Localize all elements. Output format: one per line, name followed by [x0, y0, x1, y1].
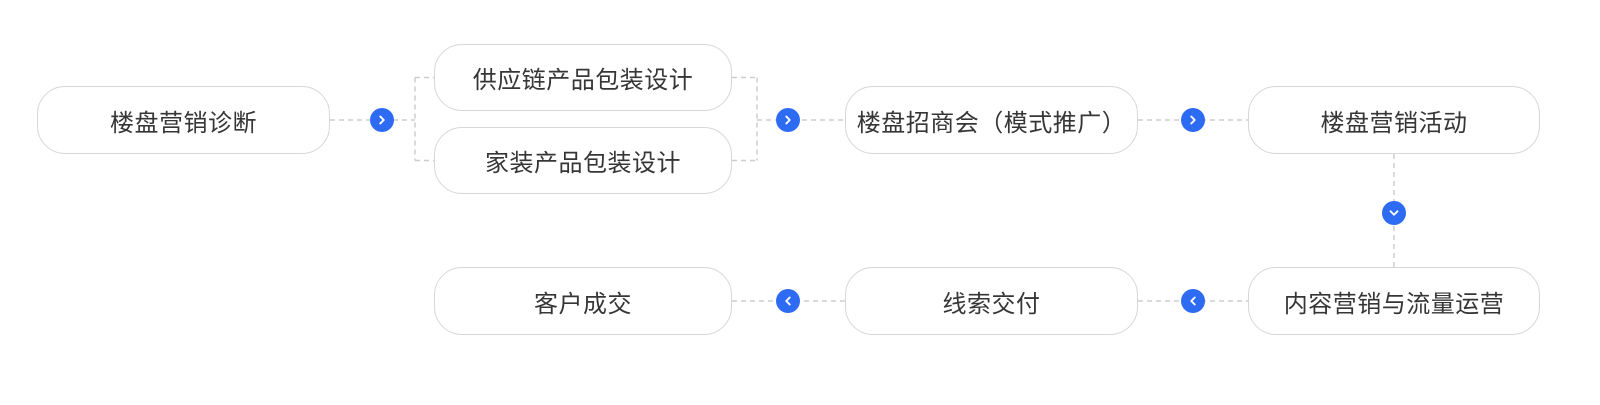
- chevron-down-icon: [1382, 201, 1406, 225]
- chevron-right-icon: [370, 108, 394, 132]
- node-label: 线索交付: [942, 290, 1041, 318]
- chevron-left-icon: [1181, 289, 1205, 313]
- chevron-right-icon: [776, 108, 800, 132]
- node-marketing-activity: 楼盘营销活动: [1248, 86, 1540, 154]
- node-content-traffic-ops: 内容营销与流量运营: [1248, 267, 1540, 335]
- node-label: 楼盘营销活动: [1320, 109, 1468, 137]
- node-label: 客户成交: [534, 290, 632, 318]
- node-label: 内容营销与流量运营: [1283, 290, 1505, 318]
- node-label: 楼盘招商会（模式推广）: [856, 109, 1127, 137]
- node-marketing-diagnosis: 楼盘营销诊断: [37, 86, 330, 154]
- chevron-right-icon: [1181, 108, 1205, 132]
- node-home-decor-packaging: 家装产品包装设计: [434, 127, 732, 194]
- node-label: 楼盘营销诊断: [110, 109, 257, 137]
- connector-packaging-merge: [732, 76, 845, 162]
- node-label: 家装产品包装设计: [485, 150, 681, 177]
- node-supply-chain-packaging: 供应链产品包装设计: [434, 44, 732, 111]
- node-investment-meeting: 楼盘招商会（模式推广）: [845, 86, 1138, 154]
- chevron-left-icon: [776, 289, 800, 313]
- node-lead-delivery: 线索交付: [845, 267, 1138, 335]
- node-label: 供应链产品包装设计: [472, 67, 694, 94]
- node-customer-deal: 客户成交: [434, 267, 732, 335]
